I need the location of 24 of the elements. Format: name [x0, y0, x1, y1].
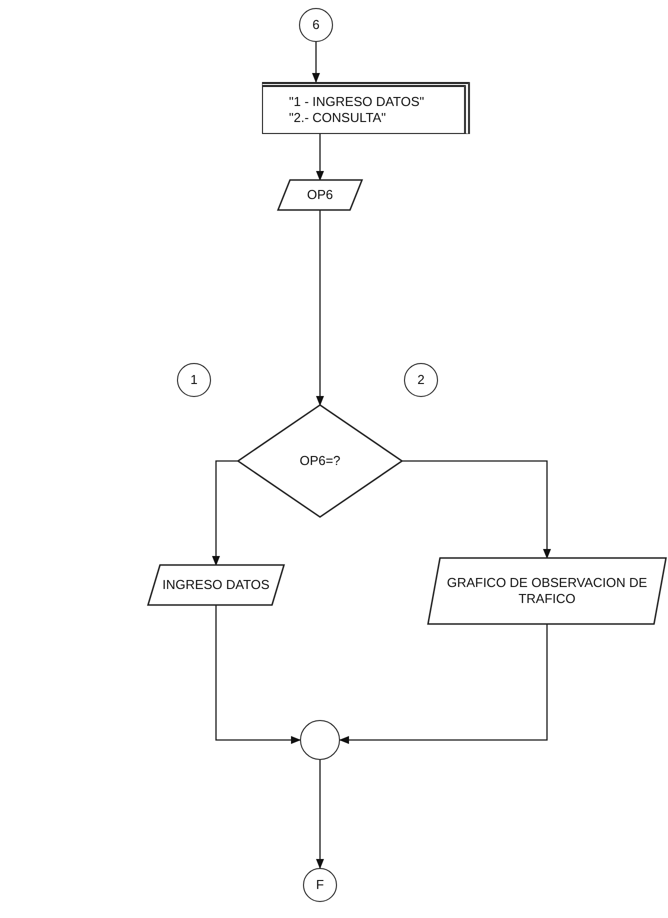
node-label: OP6	[306, 186, 334, 204]
node-label: INGRESO DATOS	[161, 576, 271, 594]
arrow	[212, 460, 238, 566]
arrow	[312, 42, 320, 83]
connector-circle	[404, 363, 438, 397]
connector-circle	[299, 8, 333, 42]
node-label: 6	[311, 16, 321, 34]
display-box	[262, 82, 470, 134]
arrow	[316, 760, 324, 869]
node-label: GRAFICO DE OBSERVACION DE TRAFICO	[446, 574, 648, 608]
arrow	[316, 134, 324, 181]
connector-circle	[303, 868, 337, 902]
arrow	[215, 605, 301, 744]
arrow	[316, 210, 324, 406]
node-label: "2.- CONSULTA"	[288, 110, 387, 126]
arrow	[402, 460, 551, 559]
node-label: "1 - INGRESO DATOS"	[288, 94, 426, 110]
connector-circle	[177, 363, 211, 397]
node-label: OP6=?	[298, 452, 342, 470]
node-label: 2	[416, 372, 426, 388]
junction-circle	[300, 720, 340, 760]
node-label: 1	[189, 372, 199, 388]
node-label: F	[315, 876, 325, 894]
arrow	[339, 624, 548, 744]
